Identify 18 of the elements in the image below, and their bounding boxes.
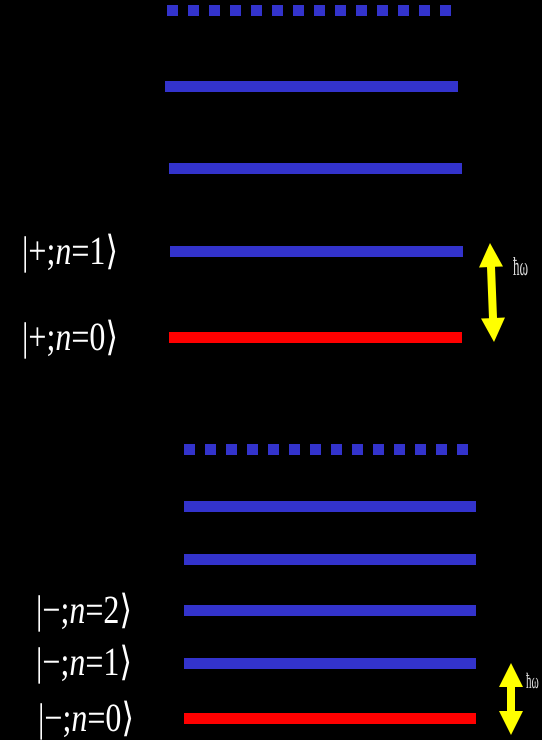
energy-level-bar	[184, 605, 476, 616]
state-label: |+;n=1⟩	[22, 229, 118, 273]
energy-level-bar	[169, 332, 462, 343]
state-label: |+;n=0⟩	[22, 315, 118, 359]
energy-level-bar	[169, 163, 462, 174]
energy-gap-label: ħω	[526, 668, 539, 694]
energy-level-bar	[184, 658, 476, 669]
double-arrow	[479, 243, 505, 342]
energy-level-bar	[184, 501, 476, 512]
energy-level-bar	[165, 81, 458, 92]
energy-level-bar	[184, 713, 476, 724]
energy-level-bar	[170, 246, 463, 257]
energy-level-bar	[184, 554, 476, 565]
energy-gap-label: ħω	[513, 252, 528, 282]
state-label: |−;n=1⟩	[36, 640, 132, 684]
state-label: |−;n=2⟩	[36, 588, 132, 632]
double-arrow	[499, 663, 523, 735]
state-label: |−;n=0⟩	[38, 696, 134, 740]
